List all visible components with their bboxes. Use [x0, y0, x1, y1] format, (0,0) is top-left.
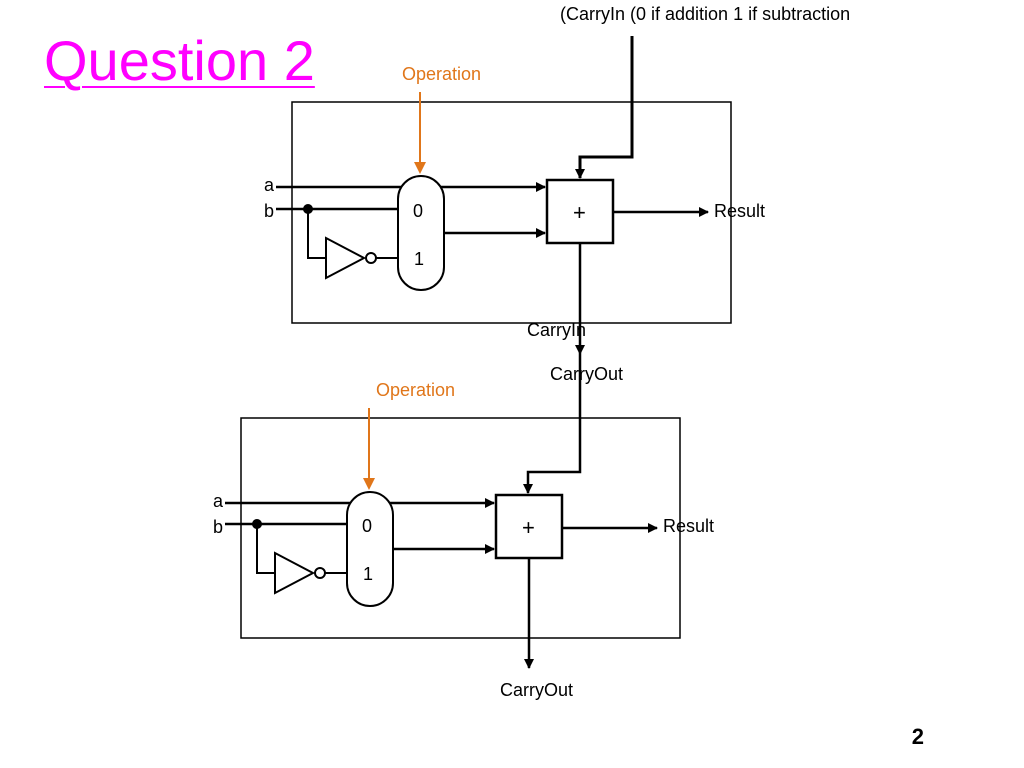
carry-in-note: (CarryIn (0 if addition 1 if subtraction — [560, 4, 850, 24]
top-wire-b-to-inverter — [307, 209, 326, 259]
bottom-carry-out-label: CarryOut — [500, 680, 573, 700]
bottom-input-a-label: a — [213, 491, 224, 511]
top-mux-in1: 1 — [414, 249, 424, 269]
middle-carry-out-label: CarryOut — [550, 364, 623, 384]
bottom-mux-in0: 0 — [362, 516, 372, 536]
bottom-mux — [346, 491, 394, 607]
top-result-label: Result — [714, 201, 765, 221]
top-inverter — [325, 236, 367, 280]
top-mux — [397, 175, 445, 291]
bottom-wire-b-to-inverter — [256, 524, 275, 574]
bottom-alu: Operation a b 0 1 + Result — [213, 380, 714, 700]
bottom-inverter-bubble — [314, 567, 326, 579]
top-adder-symbol: + — [573, 200, 586, 225]
bottom-operation-label: Operation — [376, 380, 455, 400]
bottom-mux-in1: 1 — [363, 564, 373, 584]
top-inverter-bubble — [365, 252, 377, 264]
bottom-input-b-label: b — [213, 517, 223, 537]
top-operation-label: Operation — [402, 64, 481, 84]
page-number: 2 — [911, 724, 924, 749]
top-alu-frame — [291, 101, 732, 324]
page-title: Question 2 — [44, 29, 315, 92]
top-adder — [545, 178, 615, 245]
bottom-result-label: Result — [663, 516, 714, 536]
top-input-a-label: a — [264, 175, 275, 195]
middle-carry-wire — [523, 354, 582, 494]
top-mux-in0: 0 — [413, 201, 423, 221]
top-carry-in-label: CarryIn — [527, 320, 586, 340]
bottom-adder-symbol: + — [522, 515, 535, 540]
top-alu: Operation a b 0 1 + Result — [264, 64, 765, 355]
carry-in-wire — [575, 36, 634, 179]
bottom-alu-frame — [240, 417, 681, 639]
top-input-b-label: b — [264, 201, 274, 221]
bottom-inverter — [274, 551, 316, 595]
